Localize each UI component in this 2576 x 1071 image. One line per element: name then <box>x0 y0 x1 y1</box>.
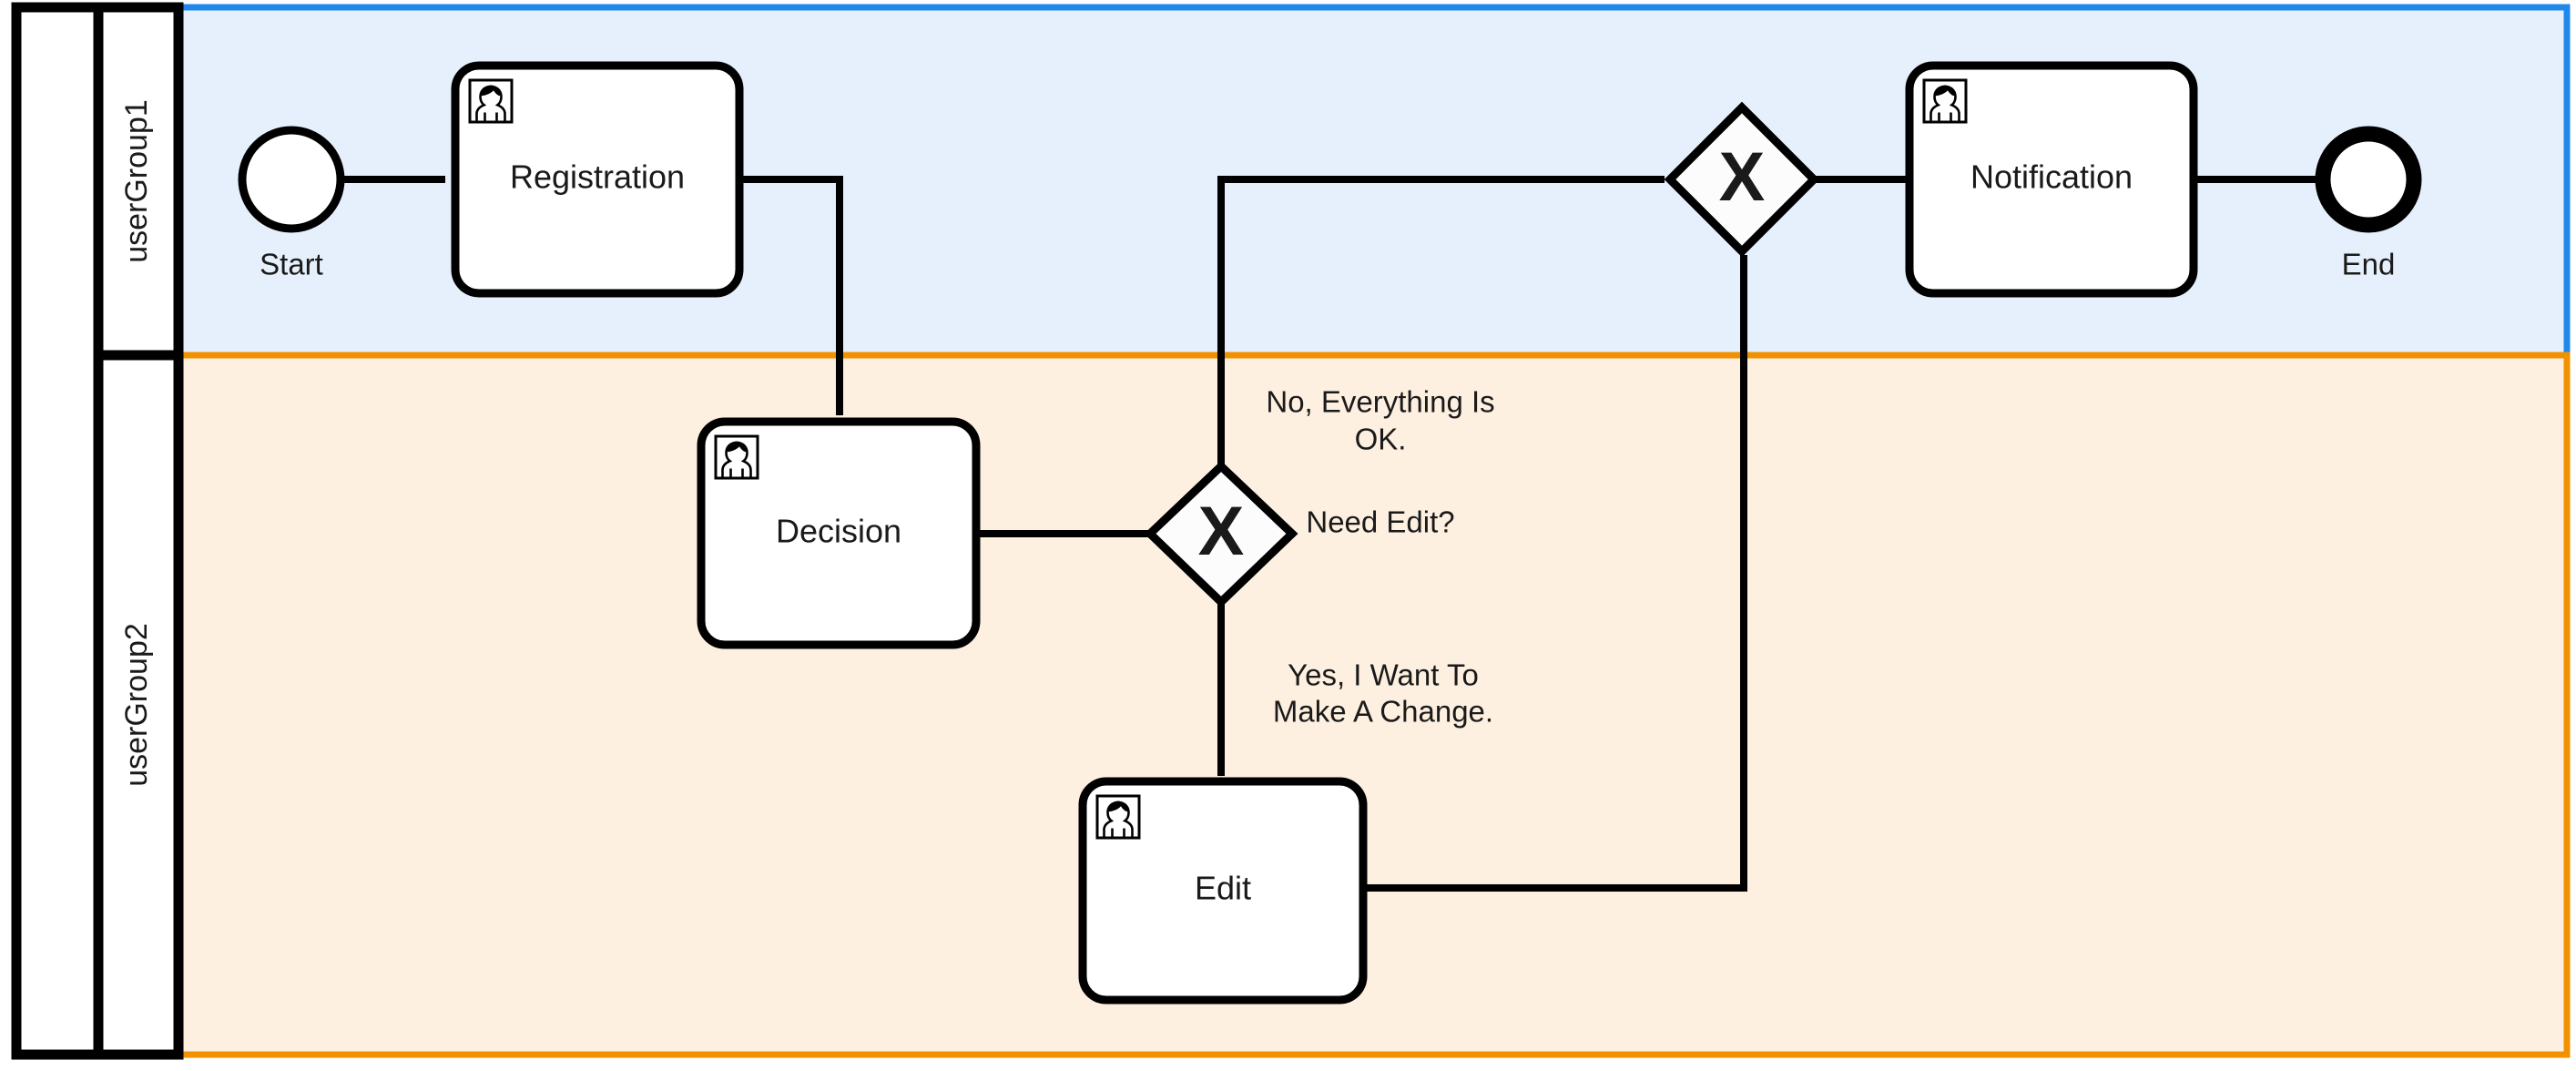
node-task-decision[interactable]: Decision <box>697 417 981 649</box>
edge-label-no-line2: OK. <box>1355 423 1407 456</box>
node-gateway-split[interactable]: X <box>1144 460 1298 608</box>
split-gateway-diamond <box>1144 460 1298 608</box>
registration-task-label: Registration <box>510 158 685 196</box>
notification-task-label: Notification <box>1970 158 2133 196</box>
node-end-event[interactable]: End <box>2315 126 2422 281</box>
lane-label-usergroup2: userGroup2 <box>119 623 154 787</box>
node-task-edit[interactable]: Edit <box>1078 777 1368 1005</box>
edit-task-box <box>1078 777 1368 1005</box>
edge-label-gateway-question: Need Edit? <box>1306 505 1454 539</box>
start-event-circle <box>238 126 345 233</box>
node-start-event[interactable]: Start <box>238 126 345 281</box>
start-event-label: Start <box>260 248 323 281</box>
registration-task-box <box>451 61 744 298</box>
lane-body-usergroup2 <box>175 352 2571 1058</box>
edge-label-no-line1: No, Everything Is <box>1266 385 1494 419</box>
merge-gateway-symbol: X <box>1719 138 1766 216</box>
end-event-label: End <box>2342 248 2396 281</box>
user-icon <box>1095 794 1141 840</box>
pool-header-column <box>11 2 104 1060</box>
lane-header-usergroup2 <box>93 350 184 1060</box>
decision-task-box <box>697 417 981 649</box>
decision-task-label: Decision <box>776 513 901 550</box>
edge-label-yes-line2: Make A Change. <box>1273 695 1493 729</box>
split-gateway-symbol: X <box>1198 493 1245 570</box>
node-gateway-merge[interactable]: X <box>1664 101 1820 258</box>
lane-label-usergroup1: userGroup1 <box>119 99 154 263</box>
merge-gateway-diamond <box>1664 101 1820 258</box>
flow-registration-to-decision <box>739 176 843 416</box>
flow-edit-to-merge <box>1363 254 1747 892</box>
user-icon <box>714 434 759 480</box>
user-icon <box>1922 78 1968 124</box>
edge-label-yes-line1: Yes, I Want To <box>1288 658 1479 692</box>
node-task-notification[interactable]: Notification <box>1905 61 2198 298</box>
end-event-circle <box>2315 126 2422 233</box>
notification-task-box <box>1905 61 2198 298</box>
edit-task-label: Edit <box>1195 870 1251 907</box>
flow-gateway-no-to-merge <box>1217 176 1665 466</box>
user-icon <box>468 78 514 124</box>
node-task-registration[interactable]: Registration <box>451 61 744 298</box>
